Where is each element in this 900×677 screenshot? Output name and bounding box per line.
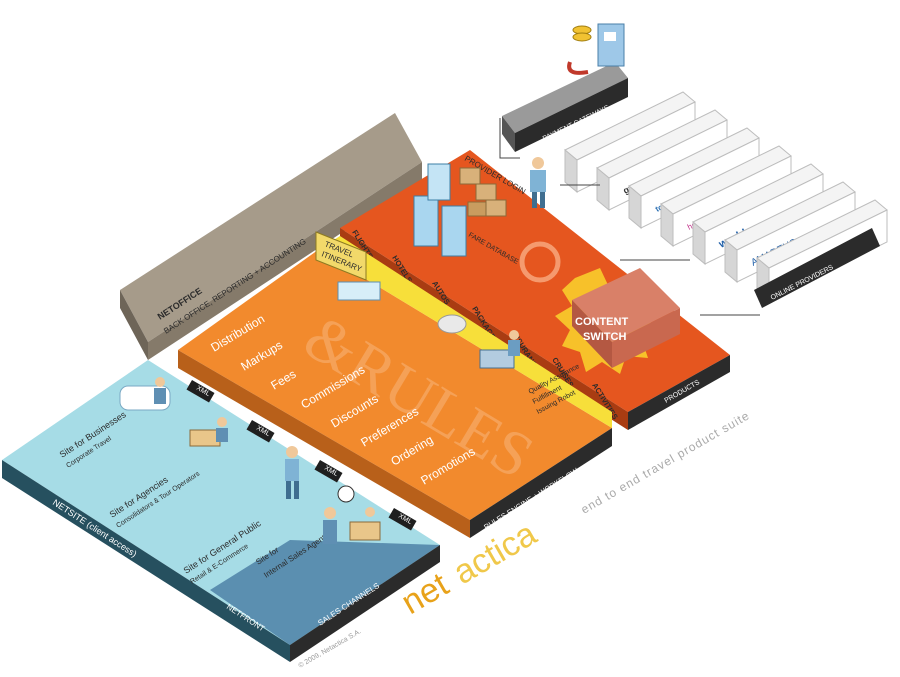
- content-switch-label-2: SWITCH: [583, 331, 626, 343]
- payment-terminal-icon: [567, 23, 625, 75]
- xml-connector-bar: [314, 459, 343, 483]
- content-switch-label-1: CONTENT: [575, 316, 628, 328]
- connector-lines: [499, 118, 760, 316]
- quality-assurance-desk-icon: [479, 330, 520, 369]
- connector-node: [437, 314, 467, 334]
- provider-box-side: [628, 184, 642, 230]
- fare-database-servers-icon: [413, 163, 507, 257]
- provider-box-side: [596, 166, 610, 212]
- provider-box-side: [564, 148, 578, 194]
- xml-connector-bar: [246, 419, 275, 443]
- online-providers-stack: gtatouricoholidayshotelbedsworldspanAMAD…: [564, 91, 888, 302]
- provider-person-icon: [530, 157, 546, 208]
- travel-itinerary-sign: TRAVEL ITINERARY: [315, 231, 381, 301]
- netsite-people-icons: [119, 377, 381, 544]
- xml-connector-bar: [186, 380, 215, 403]
- provider-box-side: [660, 202, 674, 248]
- provider-box-side: [692, 220, 706, 266]
- xml-connector-bar: [388, 507, 417, 531]
- netsite-block: NETSITE (client access) NETFRONT SALES C…: [2, 360, 440, 662]
- provider-box-side: [724, 238, 738, 284]
